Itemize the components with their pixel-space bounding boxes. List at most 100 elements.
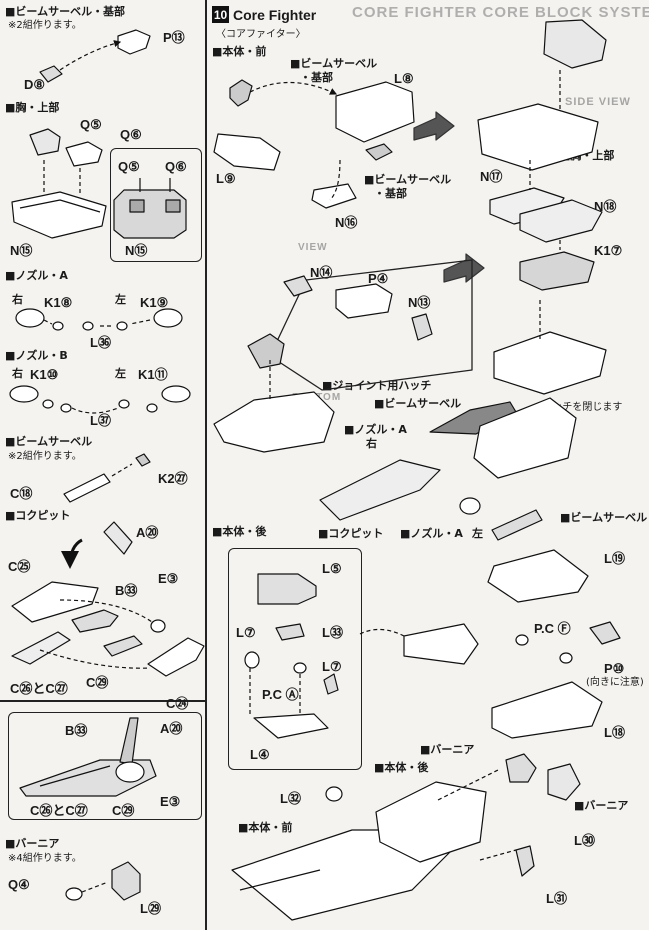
callout-beam-saber-base-2: ■ビームサーベル bbox=[364, 173, 452, 186]
part-label: L㉝ bbox=[322, 625, 343, 640]
part-label: Q⑤ bbox=[118, 159, 140, 174]
part-label: N⑯ bbox=[335, 215, 358, 230]
callout-nozzle-a-right-side: 右 bbox=[366, 437, 377, 450]
section-title-nozzle-b: ■ノズル・B bbox=[5, 349, 68, 362]
step-title: Core Fighter bbox=[233, 7, 317, 23]
part-label: L⑨ bbox=[216, 171, 236, 186]
callout-nozzle-a-right: ■ノズル・A bbox=[344, 423, 407, 436]
column-divider bbox=[205, 0, 207, 930]
section-title-nozzle-a: ■ノズル・A bbox=[5, 269, 68, 282]
part-label: A⑳ bbox=[160, 721, 183, 736]
callout-vernier-2: ■バーニア bbox=[574, 799, 629, 812]
part-label: L⑦ bbox=[322, 659, 342, 674]
part-label: Q⑥ bbox=[165, 159, 187, 174]
callout-beam-saber-2: ■ビームサーベル bbox=[560, 511, 648, 524]
callout-nozzle-a-left: ■ノズル・A bbox=[400, 527, 463, 540]
part-label: L㉛ bbox=[546, 891, 567, 906]
callout-joint-hatch: ■ジョイント用ハッチ bbox=[322, 379, 432, 392]
part-label: C㉙ bbox=[86, 675, 109, 690]
part-label: P.C Ⓐ bbox=[262, 687, 299, 702]
part-label: E③ bbox=[160, 794, 181, 809]
part-label: L⑲ bbox=[604, 551, 625, 566]
part-label: K1⑩ bbox=[30, 367, 59, 382]
callout-beam-saber-base-2-sub: ・基部 bbox=[374, 187, 407, 200]
callout-body-rear: ■本体・後 bbox=[374, 761, 429, 774]
part-label: K1⑪ bbox=[138, 367, 168, 382]
nozzle-b-drawing bbox=[9, 385, 191, 414]
part-label: L⑦ bbox=[236, 625, 256, 640]
part-label: D⑧ bbox=[24, 77, 46, 92]
side-left-label: 左 bbox=[115, 367, 126, 380]
part-label: C㉕ bbox=[8, 559, 31, 574]
section-divider-left bbox=[0, 700, 205, 702]
side-right-label: 右 bbox=[12, 367, 23, 380]
part-label: C㉙ bbox=[112, 803, 135, 818]
part-label: L⑤ bbox=[322, 561, 342, 576]
part-label: E③ bbox=[158, 571, 179, 586]
part-label: N⑭ bbox=[310, 265, 333, 280]
step-subtitle: 〈コアファイター〉 bbox=[216, 29, 306, 40]
part-label: L㉙ bbox=[140, 901, 161, 916]
section-title-cockpit: ■コクピット bbox=[5, 509, 71, 522]
rear-assembly-drawing bbox=[359, 549, 621, 739]
callout-beam-saber-base-sub: ・基部 bbox=[300, 71, 333, 84]
part-label: P④ bbox=[368, 271, 389, 286]
part-label: L⑧ bbox=[394, 71, 414, 86]
part-label: L㊱ bbox=[90, 335, 111, 350]
cockpit-drawing bbox=[11, 521, 205, 677]
part-label: K1⑦ bbox=[594, 243, 623, 258]
note-make-two-sets: ※2組作ります。 bbox=[8, 20, 82, 31]
part-label: N⑱ bbox=[594, 199, 617, 214]
chest-upper-drawing bbox=[11, 128, 107, 239]
part-label: L㉚ bbox=[574, 833, 595, 848]
bottom-assembly-drawing bbox=[231, 753, 581, 921]
side-right-label: 右 bbox=[12, 293, 23, 306]
chest-inset-box bbox=[110, 148, 202, 262]
part-label: K1⑧ bbox=[44, 295, 73, 310]
part-label: C㉖とC㉗ bbox=[10, 681, 68, 696]
cockpit-inset-drawing bbox=[19, 717, 157, 797]
part-label: P.C Ⓕ bbox=[534, 621, 571, 636]
callout-vernier: ■バーニア bbox=[420, 743, 475, 756]
body-front-drawing bbox=[213, 79, 415, 209]
part-label: C㉔ bbox=[166, 696, 189, 711]
assembly-arrow-icon bbox=[413, 111, 455, 141]
section-title-vernier: ■バーニア bbox=[5, 837, 60, 850]
section-title-body-rear: ■本体・後 bbox=[212, 525, 267, 538]
body-rear-inset-box bbox=[228, 548, 362, 770]
part-label: Q⑤ bbox=[80, 117, 102, 132]
side-left-label: 左 bbox=[115, 293, 126, 306]
part-label: N⑬ bbox=[408, 295, 431, 310]
section-title-beam-saber: ■ビームサーベル bbox=[5, 435, 93, 448]
chest-inset-drawing bbox=[113, 178, 187, 239]
part-label: L⑱ bbox=[604, 725, 625, 740]
note-make-four-sets: ※4組作ります。 bbox=[8, 853, 82, 864]
callout-beam-saber: ■ビームサーベル bbox=[374, 397, 462, 410]
note-orientation: (向きに注意) bbox=[586, 677, 644, 688]
cockpit-inset-box bbox=[8, 712, 202, 820]
section-title-body-front: ■本体・前 bbox=[212, 45, 267, 58]
nozzle-a-drawing bbox=[15, 308, 183, 331]
beam-saber-drawing bbox=[63, 453, 151, 503]
part-label: C㉖とC㉗ bbox=[30, 803, 88, 818]
part-label: P⑩ bbox=[604, 661, 625, 676]
hatch-inset-drawing bbox=[247, 259, 473, 391]
part-label: A⑳ bbox=[136, 525, 159, 540]
banner-top: CORE FIGHTER CORE BLOCK SYSTEM bbox=[352, 4, 649, 21]
assembly-arrow-icon bbox=[443, 253, 485, 283]
part-label: B㉝ bbox=[115, 583, 138, 598]
callout-nozzle-a-left-side: 左 bbox=[472, 527, 483, 540]
vernier-drawing bbox=[65, 861, 141, 901]
step-number-badge: 10 bbox=[212, 6, 229, 23]
body-rear-inset-drawing bbox=[244, 573, 339, 739]
chest-assembly-drawing bbox=[477, 19, 607, 395]
part-label: Q④ bbox=[8, 877, 30, 892]
callout-chest-upper: ■胸・上部 bbox=[560, 149, 615, 162]
part-label: N⑮ bbox=[10, 243, 33, 258]
body-assembly-drawing bbox=[213, 360, 577, 541]
part-label: L④ bbox=[250, 747, 270, 762]
part-label: N⑰ bbox=[480, 169, 503, 184]
part-label: K1⑨ bbox=[140, 295, 169, 310]
